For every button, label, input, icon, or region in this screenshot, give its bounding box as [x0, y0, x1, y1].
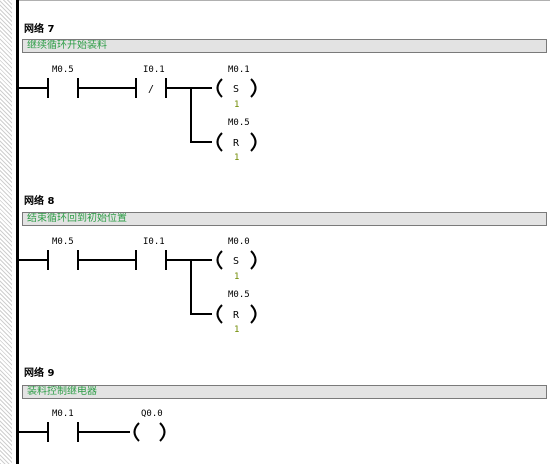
network-7-rung: M0.5 / I0.1 M0.1 S 1 M0.5 R 1: [19, 65, 257, 163]
network-8-rung: M0.5 I0.1 M0.0 S 1 M0.5 R 1: [19, 237, 257, 335]
network-7-set-coil-count: 1: [234, 100, 239, 110]
network-9-title[interactable]: 网络 9: [24, 368, 55, 379]
network-8-title[interactable]: 网络 8: [24, 196, 55, 207]
network-7-reset-coil-count: 1: [234, 153, 239, 163]
network-7-contact-i01-negated[interactable]: [135, 78, 167, 98]
network-7-contact1-address: M0.5: [52, 65, 74, 75]
network-8-reset-coil-count: 1: [234, 325, 239, 335]
network-8-set-coil[interactable]: [216, 250, 257, 270]
network-9-comment[interactable]: 装料控制继电器: [22, 385, 547, 399]
network-8-reset-coil-type: R: [233, 310, 240, 321]
network-8-contact-i01[interactable]: [135, 250, 167, 270]
network-7-reset-coil[interactable]: [216, 132, 257, 152]
network-8-comment[interactable]: 结束循环回到初始位置: [22, 212, 547, 226]
network-7-reset-coil-address: M0.5: [228, 118, 250, 128]
network-7-comment[interactable]: 继续循环开始装料: [22, 39, 547, 53]
network-8-contact2-address: I0.1: [143, 237, 165, 247]
network-9-contact1-address: M0.1: [52, 409, 74, 419]
network-8-reset-coil-address: M0.5: [228, 290, 250, 300]
network-9-output-coil[interactable]: [133, 422, 166, 442]
network-7-contact2-address: I0.1: [143, 65, 165, 75]
network-7-contact-m05[interactable]: [47, 78, 79, 98]
network-9-rung: M0.1 Q0.0: [19, 409, 166, 442]
network-7-set-coil[interactable]: [216, 78, 257, 98]
network-7-set-coil-address: M0.1: [228, 65, 250, 75]
editor-gutter: [0, 0, 12, 464]
network-separator: [19, 0, 550, 1]
network-8-reset-coil[interactable]: [216, 304, 257, 324]
network-8-contact-m05[interactable]: [47, 250, 79, 270]
network-8-set-coil-count: 1: [234, 272, 239, 282]
network-7-title[interactable]: 网络 7: [24, 24, 55, 35]
network-8-contact1-address: M0.5: [52, 237, 74, 247]
power-rail: [16, 0, 19, 464]
network-7-reset-coil-type: R: [233, 138, 240, 149]
network-9-contact-m01[interactable]: [47, 422, 79, 442]
network-9-coil-address: Q0.0: [141, 409, 163, 419]
network-8-set-coil-address: M0.0: [228, 237, 250, 247]
network-8-set-coil-type: S: [233, 256, 239, 267]
network-7-contact2-not-symbol: /: [148, 84, 154, 95]
network-7-set-coil-type: S: [233, 84, 239, 95]
